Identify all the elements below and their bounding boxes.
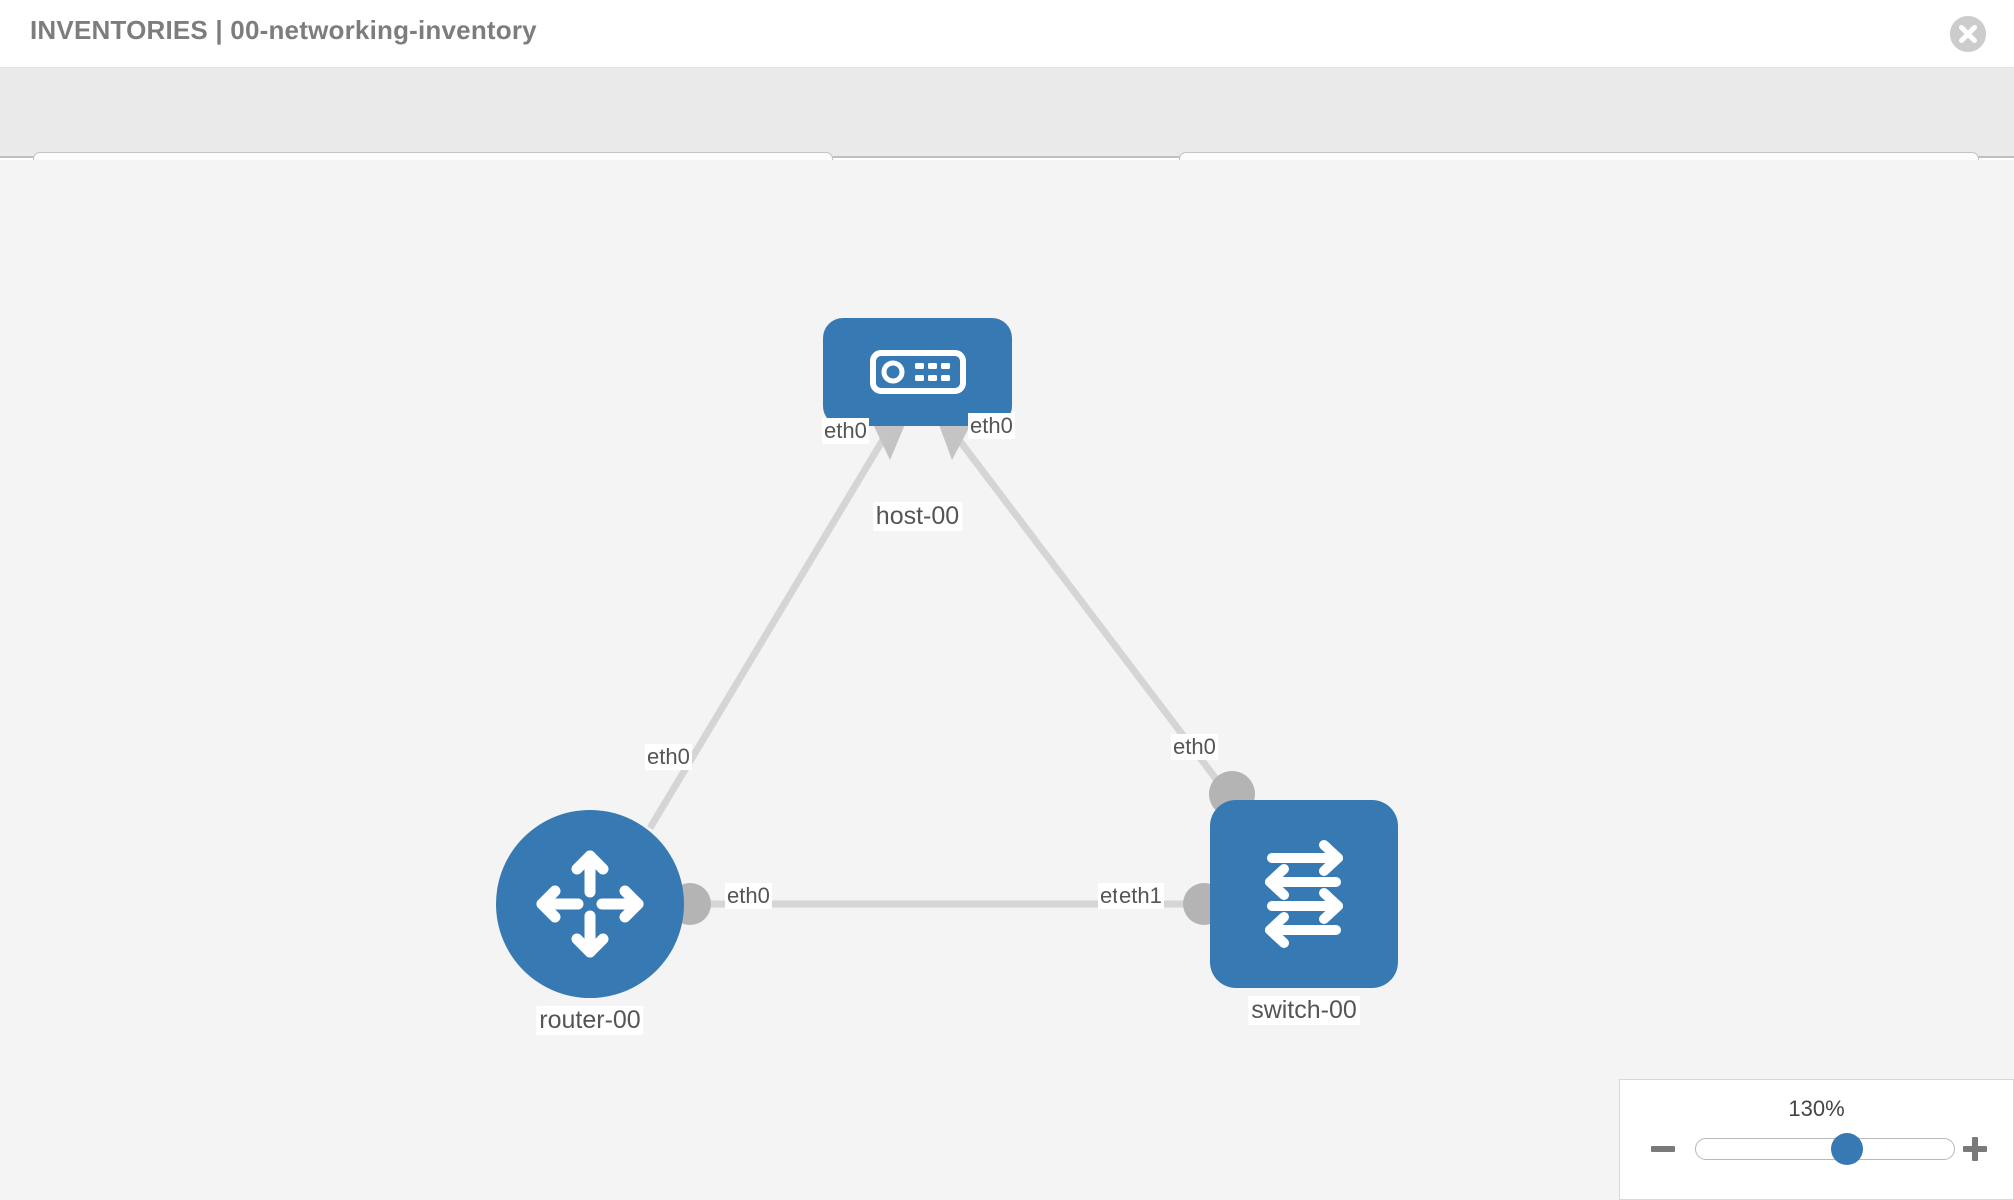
- iface-label-router-right: eth0: [725, 883, 772, 909]
- zoom-in-button[interactable]: [1960, 1134, 1990, 1164]
- topology-node-host-00[interactable]: host-00: [823, 318, 1012, 531]
- host-node-label: host-00: [872, 502, 963, 531]
- zoom-level-value: 130%: [1788, 1096, 1845, 1121]
- zoom-out-button[interactable]: [1648, 1134, 1678, 1164]
- iface-label-switch-up: eth0: [1171, 734, 1218, 760]
- iface-label-host-left: eth0: [822, 418, 869, 444]
- zoom-slider-thumb[interactable]: [1830, 1133, 1863, 1165]
- close-icon[interactable]: [1950, 16, 1986, 52]
- router-node-label: router-00: [536, 1006, 644, 1035]
- iface-label-router-up: eth0: [645, 744, 692, 770]
- server-device-icon: [869, 350, 966, 394]
- switch-node-label: switch-00: [1248, 996, 1360, 1025]
- router-node-shape[interactable]: [496, 810, 684, 998]
- topology-links: [646, 422, 1255, 925]
- toolbar: ACTIONS SEARCH: [0, 68, 2014, 210]
- zoom-control-panel: 130%: [1619, 1079, 2014, 1200]
- topology-node-router-00[interactable]: router-00: [496, 810, 684, 1035]
- page-title: INVENTORIES | 00-networking-inventory: [30, 15, 537, 45]
- host-node-shape[interactable]: [823, 318, 1012, 426]
- topology-canvas[interactable]: host-00 router-00: [0, 160, 2014, 1200]
- switch-arrows-icon: [1265, 840, 1343, 948]
- topology-node-switch-00[interactable]: switch-00: [1210, 800, 1398, 1025]
- router-arrows-icon: [536, 850, 644, 958]
- iface-label-switch-left: eth1: [1117, 883, 1164, 909]
- switch-node-shape[interactable]: [1210, 800, 1398, 988]
- zoom-slider-track[interactable]: [1695, 1133, 1955, 1165]
- iface-label-host-right: eth0: [968, 413, 1015, 439]
- page-header: INVENTORIES | 00-networking-inventory: [0, 0, 2014, 68]
